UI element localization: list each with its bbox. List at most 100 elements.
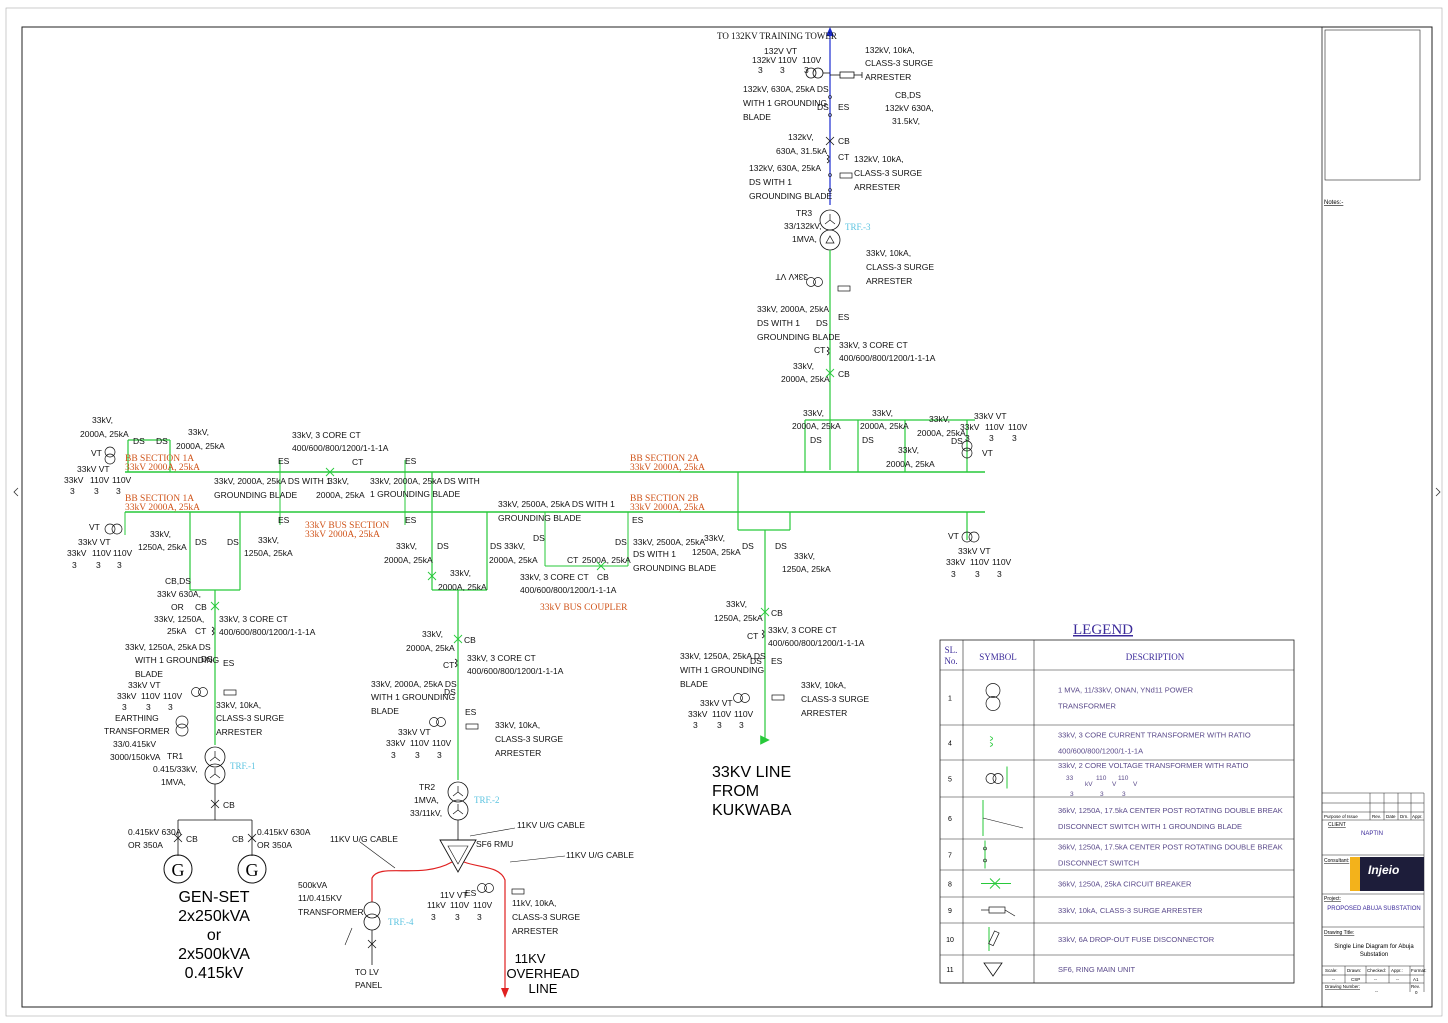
ds33-l1: 33kV, 2000A, 25kA (757, 304, 829, 314)
legend: LEGEND SL. No. SYMBOL DESCRIPTION 11 MVA… (939, 622, 1295, 984)
es-bus-tag-3: ES (278, 515, 290, 525)
tr-v33-3: 33kV, (929, 414, 950, 424)
tr2-cb-l1: 33kV, (422, 629, 443, 639)
legend-symbol-10 (988, 927, 1000, 951)
tb-format-label: Format: (1411, 968, 1427, 973)
vt-132-d3: 3 (804, 65, 809, 75)
issue-h-purpose: Purpose of Issue (1324, 814, 1358, 819)
lv-l2: PANEL (355, 980, 383, 990)
cbds132-l3: 31.5kV, (892, 116, 920, 126)
gs-ct-tag: CT (195, 626, 206, 636)
gs-vt-v3: 110V (163, 691, 183, 701)
ds2-132-l3: GROUNDING BLADE (749, 191, 832, 201)
tr2-vt-v1: 33kV (386, 738, 406, 748)
gs-es-tag: ES (223, 658, 235, 668)
ds-blade-2-l1: 33kV, 2000A, 25kA DS WITH (370, 476, 480, 486)
ds2500b-l1: 33kV, 2500A, 25kA (633, 537, 705, 547)
gen-cb-right-l2: OR 350A (257, 840, 292, 850)
legend-row-description: 36kV, 1250A, 17.5kA CENTER POST ROTATING… (1058, 806, 1283, 815)
rb-vt-d3: 3 (997, 569, 1002, 579)
legend-row-number: 9 (948, 908, 952, 915)
overhead-l1: 11KV (515, 951, 546, 966)
tb-checked-label: Checked: (1367, 968, 1386, 973)
vt-132-v1: 132kV (752, 55, 776, 65)
tb-format-value: A1 (1413, 977, 1419, 982)
gs-vt-d3: 3 (168, 702, 173, 712)
kk-v33-2: 33kV, (794, 551, 815, 561)
legend-row-number: 1 (948, 696, 952, 703)
tr-v33-2: 33kV, (872, 408, 893, 418)
vt-132-d1: 3 (758, 65, 763, 75)
tr-a2000-1: 2000A, 25kA (792, 421, 841, 431)
legend-vt-ratio-part: kV (1085, 781, 1093, 788)
tr4-l2: 11/0.415KV (298, 893, 342, 903)
left-vt-group: 33kV, 2000A, 25kA 33kV, 2000A, 25kA DS D… (64, 415, 225, 496)
tr4-l1: 500kVA (298, 880, 327, 890)
issue-table: Purpose of Issue Rev. Date Drn. Appr. (1322, 792, 1425, 992)
gs-ds-l2: WITH 1 GROUNDING (135, 655, 219, 665)
tr2-arr-l2: CLASS-3 SURGE (495, 734, 563, 744)
cb-mid-l1: 33kV, (328, 476, 349, 486)
gs-earth-l4: 3000/150kVA (110, 752, 161, 762)
tb-appr-value: -- (1396, 977, 1399, 982)
arrester-132-l1: 132kV, 10kA, (865, 45, 915, 55)
cb2500-l2: 2500A, 25kA (582, 555, 631, 565)
genset-l3: or (207, 927, 222, 944)
project-name: PROPOSED ABUJA SUBSTATION (1327, 906, 1420, 912)
legend-symbol-8 (981, 878, 1011, 889)
ds132-l1: 132kV, 630A, 25kA DS (743, 84, 829, 94)
ds2500b-l3: GROUNDING BLADE (633, 563, 716, 573)
tr-v33-1: 33kV, (803, 408, 824, 418)
cb132-tag: CB (838, 136, 850, 146)
tr4-l3: TRANSFORMER (298, 907, 364, 917)
es-bus-tag-1: ES (278, 456, 290, 466)
gs-ct-l2: 400/600/800/1200/1-1-1A (219, 627, 316, 637)
ds2500b-l2: DS WITH 1 (633, 549, 676, 559)
legend-symbol-4 (989, 736, 993, 747)
drawing-number-label: Drawing Number: (1325, 984, 1360, 989)
generator-2: G (246, 860, 259, 880)
gs-vt-label: 33kV VT (128, 680, 161, 690)
tr2-arr-l3: ARRESTER (495, 748, 541, 758)
kk-cb-l1: 33kV, (726, 599, 747, 609)
arr11-l3: ARRESTER (512, 926, 558, 936)
ct-bus-l2: 400/600/800/1200/1-1-1A (292, 443, 389, 453)
gs-cb-tag: CB (195, 602, 207, 612)
vt33-mirrored: 33kV VT (775, 272, 808, 282)
right-incomer-group: 33kV, 2000A, 25kA DS 33kV, 2000A, 25kA D… (792, 408, 1028, 469)
tr-a2000-3: 2000A, 25kA (917, 428, 966, 438)
tr2-l3: 33/11kV, (410, 808, 442, 818)
gs-arr-l2: CLASS-3 SURGE (216, 713, 284, 723)
ct-bus-l1: 33kV, 3 CORE CT (292, 430, 361, 440)
tr2-ds-l3: BLADE (371, 706, 399, 716)
arr2-132-l3: ARRESTER (854, 182, 900, 192)
legend-symbol-5 (985, 766, 1008, 789)
tb-checked-value: -- (1374, 977, 1377, 982)
lb-ds-1: DS (195, 537, 207, 547)
bus-section-l2: 33kV 2000A, 25kA (305, 530, 380, 540)
legend-symbol-6 (982, 800, 1024, 836)
tr2-ds-tag: DS (444, 687, 456, 697)
cb33-l1: 33kV, (793, 361, 814, 371)
cbds132-l1: CB,DS (895, 90, 921, 100)
tl-vt-d1: 3 (70, 486, 75, 496)
legend-row-description: 33kV, 10kA, CLASS-3 SURGE ARRESTER (1058, 906, 1203, 915)
legend-row-number: 10 (946, 937, 954, 944)
legend-row-description: 33kV, 2 CORE VOLTAGE TRANSFORMER WITH RA… (1058, 761, 1249, 770)
legend-row-description: 1 MVA, 11/33kV, ONAN, YNd11 POWER (1058, 686, 1194, 695)
sheet-border (21, 26, 1433, 1008)
ds-33kv-l2: 2000A, 25kA (489, 555, 538, 565)
arrester-132-symbol (830, 71, 863, 79)
trf4-tag: TRF.-4 (388, 917, 414, 927)
kk-ds-l2: WITH 1 GROUNDING (680, 665, 764, 675)
rb-vt-v1: 33kV (946, 557, 966, 567)
tr2-cb-tag: CB (464, 635, 476, 645)
lb-a1250-2: 1250A, 25kA (244, 548, 293, 558)
legend-row-description: 400/600/800/1200/1-1-1A (1058, 747, 1143, 756)
lb-vt: VT (89, 522, 100, 532)
arr11-l1: 11kV, 10kA, (512, 898, 556, 908)
tr-vt-d1: 3 (965, 433, 970, 443)
tr-ds-1: DS (810, 435, 822, 445)
tb-rev-value: 0 (1415, 990, 1418, 995)
